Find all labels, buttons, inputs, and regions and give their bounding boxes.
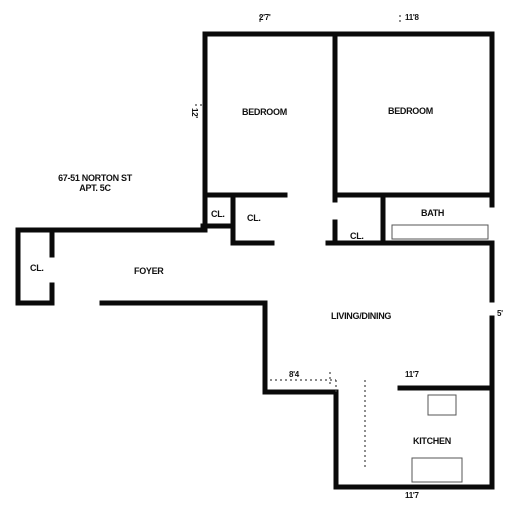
room-bedroom-right: BEDROOM [388,106,433,116]
closet-foyer: CL. [30,263,44,273]
kitchen-sink [427,394,457,416]
dimension-left-side: 12' [190,108,199,118]
wall-bedrooms-outer [202,31,495,208]
closet-2: CL. [247,213,261,223]
bath-tub [391,224,489,240]
room-living-dining: LIVING/DINING [331,311,392,321]
dimension-top-right: 11'8 [405,13,419,22]
kitchen-stove [411,457,463,483]
wall-foyer-bottom [99,300,495,490]
address-line-2: APT. 5C [79,183,111,193]
room-bath: BATH [421,208,445,218]
dimension-kitchen-bottom: 11'7 [405,491,419,500]
wall-closet-row [202,192,275,246]
room-bedroom-left: BEDROOM [242,107,287,117]
dimension-right-side: 5' [497,309,503,318]
room-foyer: FOYER [134,266,164,276]
living-kitchen-divider [270,379,366,470]
dimension-living-bottom: 8'4 [289,370,299,379]
dimension-kitchen-top: 11'7 [405,370,419,379]
room-kitchen: KITCHEN [413,436,451,446]
dimension-top-left: 2'7' [259,13,271,22]
wall-foyer-closet [15,227,208,306]
address-line-1: 67-51 NORTON ST [58,173,132,183]
closet-1: CL. [211,209,225,219]
dimension-ticks [195,15,401,384]
closet-3: CL. [350,231,364,241]
address-label: 67-51 NORTON ST APT. 5C [58,173,132,193]
